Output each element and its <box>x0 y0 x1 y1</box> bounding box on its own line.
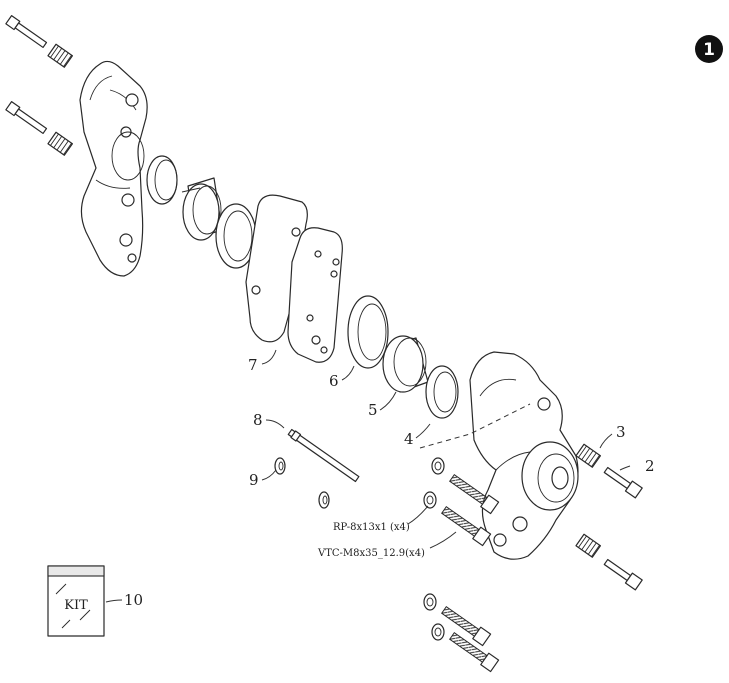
washer-spec-label: RP-8x13x1 (x4) <box>333 522 410 533</box>
callout-4: 4 <box>404 430 414 448</box>
clip-9-lower <box>318 491 330 509</box>
mount-hole <box>125 93 139 107</box>
left-lower-pin-assembly <box>5 101 73 156</box>
left-upper-pin-assembly <box>5 15 73 68</box>
washer <box>431 623 445 641</box>
clip-9-upper <box>274 457 286 475</box>
piston-5 <box>382 335 429 393</box>
socket-screw <box>441 606 492 647</box>
kit-label: KIT <box>64 598 88 613</box>
callout-5: 5 <box>368 401 378 419</box>
socket-screw <box>449 474 500 515</box>
seal-ring-4 <box>425 365 459 419</box>
pad-pin-8 <box>287 428 360 483</box>
right-lower-spring <box>575 533 601 558</box>
left-piston <box>181 177 223 241</box>
leader-washer <box>407 505 429 525</box>
callout-10: 10 <box>124 591 143 609</box>
seal-ring-6 <box>347 295 389 369</box>
mount-hole <box>121 193 135 207</box>
callout-6: 6 <box>329 372 339 390</box>
screw-spec-label: VTC-M8x35_12.9(x4) <box>317 548 425 559</box>
right-caliper-half <box>469 351 579 560</box>
leader-5 <box>379 391 397 411</box>
mount-hole <box>493 533 507 547</box>
leader-8 <box>265 419 285 429</box>
pin-shaft <box>14 22 48 49</box>
page-number: 1 <box>703 40 715 60</box>
leader-7 <box>261 349 277 365</box>
brake-pad-rear <box>245 194 308 343</box>
leader-2 <box>619 465 631 471</box>
pin-shaft <box>14 108 48 135</box>
mount-hole <box>512 516 528 532</box>
socket-screw <box>449 632 500 673</box>
brake-pad-front <box>287 227 343 363</box>
callout-9: 9 <box>249 471 259 489</box>
callout-8: 8 <box>253 411 263 429</box>
callout-7: 7 <box>248 356 258 374</box>
washer <box>423 491 437 509</box>
leader-10 <box>105 599 123 603</box>
washer <box>431 457 445 475</box>
leader-9 <box>261 469 277 481</box>
callout-2: 2 <box>645 457 655 475</box>
right-upper-pin <box>603 466 643 499</box>
callout-3: 3 <box>616 423 626 441</box>
left-caliper-half <box>79 60 148 277</box>
leader-4 <box>415 423 431 439</box>
spring <box>47 43 73 68</box>
page-number-badge: 1 <box>695 35 723 63</box>
right-upper-spring <box>575 443 601 468</box>
left-piston-seal <box>146 155 178 205</box>
mount-hole <box>537 397 551 411</box>
spring <box>47 131 73 156</box>
socket-screw <box>441 506 492 547</box>
mount-hole <box>119 233 133 247</box>
leader-6 <box>341 365 355 381</box>
leader-3 <box>599 433 613 449</box>
washer <box>423 593 437 611</box>
right-lower-pin <box>603 558 643 591</box>
leader-screw <box>429 531 457 549</box>
kit-bag-10: KIT <box>47 565 105 637</box>
